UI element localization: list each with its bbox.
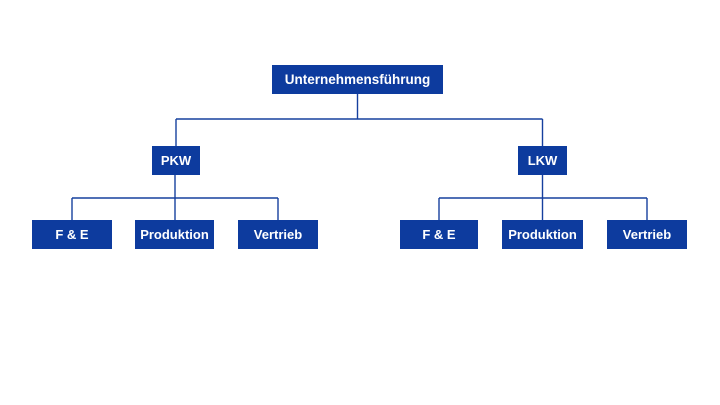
node-pkw-vertrieb: Vertrieb [238,220,318,249]
node-pkw-produktion: Produktion [135,220,214,249]
node-lkw: LKW [518,146,567,175]
node-pkw: PKW [152,146,200,175]
node-pkw-f-und-e: F & E [32,220,112,249]
node-unternehmensfuehrung: Unternehmensführung [272,65,443,94]
node-lkw-vertrieb: Vertrieb [607,220,687,249]
node-lkw-f-und-e: F & E [400,220,478,249]
node-lkw-produktion: Produktion [502,220,583,249]
